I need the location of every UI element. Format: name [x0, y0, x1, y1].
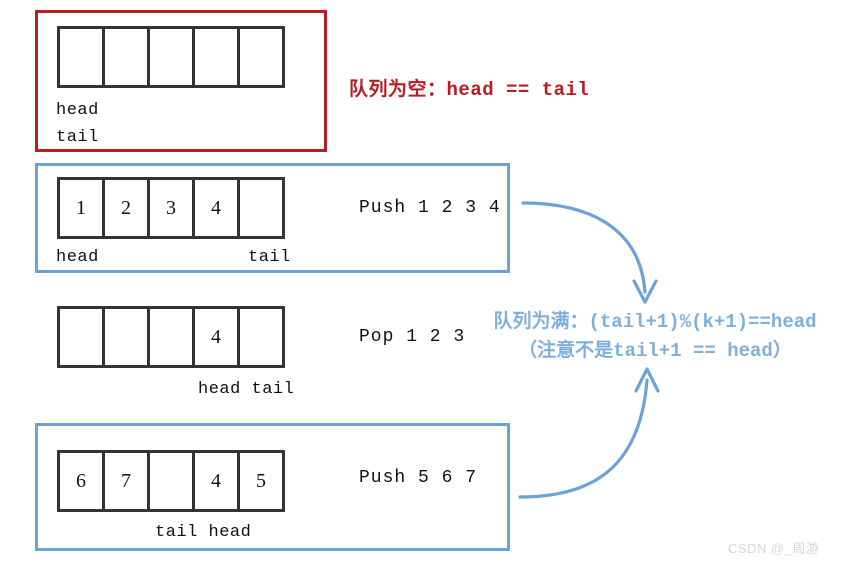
queue-cell: 5	[237, 450, 285, 512]
queue-cell	[192, 26, 240, 88]
queue-cell: 4	[192, 177, 240, 239]
queue-cell	[57, 26, 105, 88]
queue-cell: 3	[147, 177, 195, 239]
full-condition-note-close: ）	[772, 339, 792, 361]
row-empty-head-label: head	[56, 101, 99, 120]
queue-cell	[147, 306, 195, 368]
empty-condition-expr: head == tail	[446, 79, 590, 101]
queue-cell: 4	[192, 306, 240, 368]
csdn-watermark: CSDN @_周游	[728, 541, 820, 556]
arrow-push-to-full-icon	[521, 201, 658, 304]
row-pop123-cells: 4	[57, 306, 285, 368]
queue-cell: 4	[192, 450, 240, 512]
row-push1234-frame	[35, 163, 510, 273]
queue-cell	[147, 26, 195, 88]
row-empty-cells	[57, 26, 285, 88]
queue-cell	[57, 306, 105, 368]
full-condition-note-expr: tail+1 == head	[613, 339, 773, 362]
row-pop123-headtail-label: head tail	[198, 380, 295, 399]
row-push567-cells: 6 7 4 5	[57, 450, 285, 512]
row-pop123-operation: Pop 1 2 3	[359, 327, 466, 347]
full-condition-note-cn: （注意不是	[518, 339, 614, 361]
queue-cell: 6	[57, 450, 105, 512]
queue-cell	[102, 306, 150, 368]
row-empty-tail-label: tail	[56, 128, 99, 147]
row-push1234-tail-label: tail	[248, 248, 291, 267]
row-push567-operation: Push 5 6 7	[359, 468, 478, 488]
queue-cell: 7	[102, 450, 150, 512]
row-push1234-cells: 1 2 3 4	[57, 177, 285, 239]
queue-cell: 2	[102, 177, 150, 239]
queue-cell	[147, 450, 195, 512]
full-condition-expr: (tail+1)%(k+1)==head	[588, 311, 817, 333]
empty-condition-annotation: 队列为空：head == tail	[349, 74, 589, 101]
full-condition-note: （注意不是tail+1 == head）	[485, 337, 825, 366]
queue-cell	[237, 26, 285, 88]
row-push567-frame	[35, 423, 510, 551]
row-push1234-operation: Push 1 2 3 4	[359, 198, 501, 218]
queue-cell	[102, 26, 150, 88]
queue-cell	[237, 177, 285, 239]
queue-cell	[237, 306, 285, 368]
row-empty-frame	[35, 10, 327, 152]
row-push1234-head-label: head	[56, 248, 99, 267]
queue-cell: 1	[57, 177, 105, 239]
row-push567-tailhead-label: tail head	[155, 523, 252, 542]
empty-condition-cn: 队列为空：	[349, 79, 447, 100]
arrow-push567-to-full-icon	[518, 367, 660, 499]
full-condition-cn: 队列为满：	[493, 311, 589, 332]
full-condition-annotation: 队列为满：(tail+1)%(k+1)==head （注意不是tail+1 == …	[485, 308, 825, 365]
